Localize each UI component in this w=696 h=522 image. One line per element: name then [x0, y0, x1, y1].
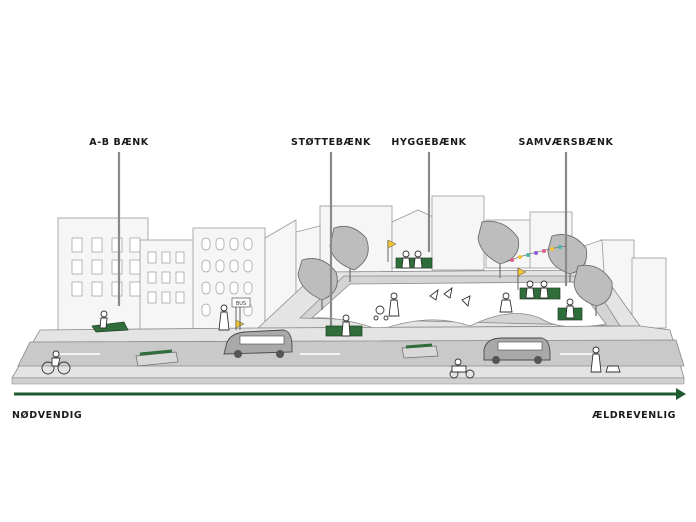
callout-social-bench: SAMVÆRSBÆNK	[518, 137, 614, 148]
axis-end-label: ÆLDREVENLIG	[592, 410, 676, 421]
axis-start-label: NØDVENDIG	[12, 410, 83, 421]
people	[41, 250, 621, 379]
bus-sign-text: BUS	[236, 301, 246, 307]
bunting	[505, 245, 567, 263]
callout-ab-bench: A-B BÆNK	[89, 137, 149, 148]
callout-leader-lines	[117, 152, 568, 328]
vehicles	[223, 329, 551, 364]
planters	[135, 343, 439, 367]
callout-support-bench: STØTTEBÆNK	[291, 137, 371, 148]
trees	[297, 220, 613, 316]
progression-arrow	[14, 388, 686, 400]
callout-cosy-bench: HYGGEBÆNK	[391, 137, 467, 148]
bus-stop-sign: BUS	[231, 297, 251, 330]
building-windows	[71, 237, 253, 317]
